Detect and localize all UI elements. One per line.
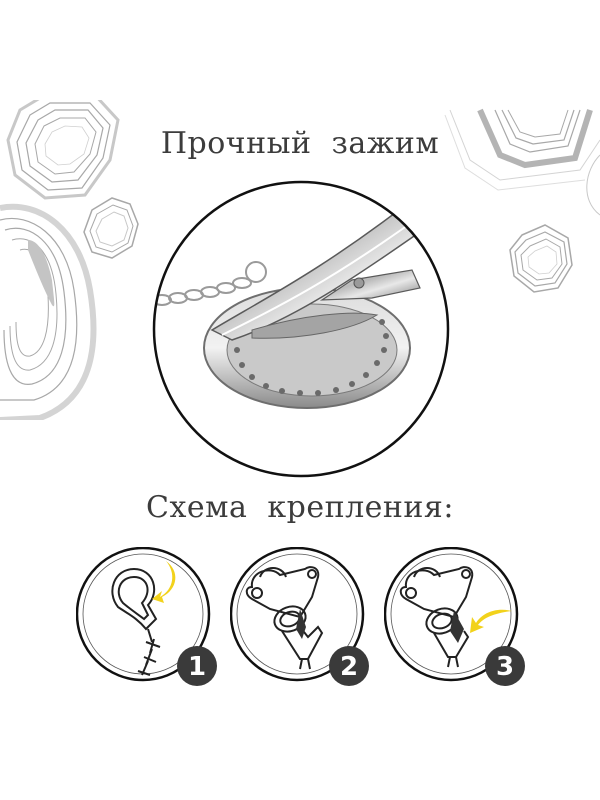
pacifier-holder-clip-arrow-icon: 1 [76, 547, 217, 686]
pacifier-clip-close-arrow-icon: 3 [384, 547, 525, 686]
step-2-number: 2 [340, 652, 358, 682]
step-2: 2 [230, 547, 380, 692]
pacifier-ring-attach-icon: 2 [230, 547, 369, 686]
clip-photo-illustration [152, 180, 450, 478]
step-1: 1 [76, 547, 226, 692]
decorative-contour-pattern-right [444, 108, 600, 293]
step-1-number: 1 [188, 652, 206, 682]
step-2-badge: 2 [329, 646, 369, 686]
heading-strong-clip: Прочный зажим [160, 126, 440, 161]
product-photo [152, 180, 450, 478]
decorative-contour-pattern-left [0, 100, 139, 420]
step-1-badge: 1 [177, 646, 217, 686]
step-3: 3 [384, 547, 534, 692]
step-3-number: 3 [496, 652, 514, 682]
heading-attachment-scheme: Схема крепления: [146, 490, 454, 525]
step-3-badge: 3 [485, 646, 525, 686]
